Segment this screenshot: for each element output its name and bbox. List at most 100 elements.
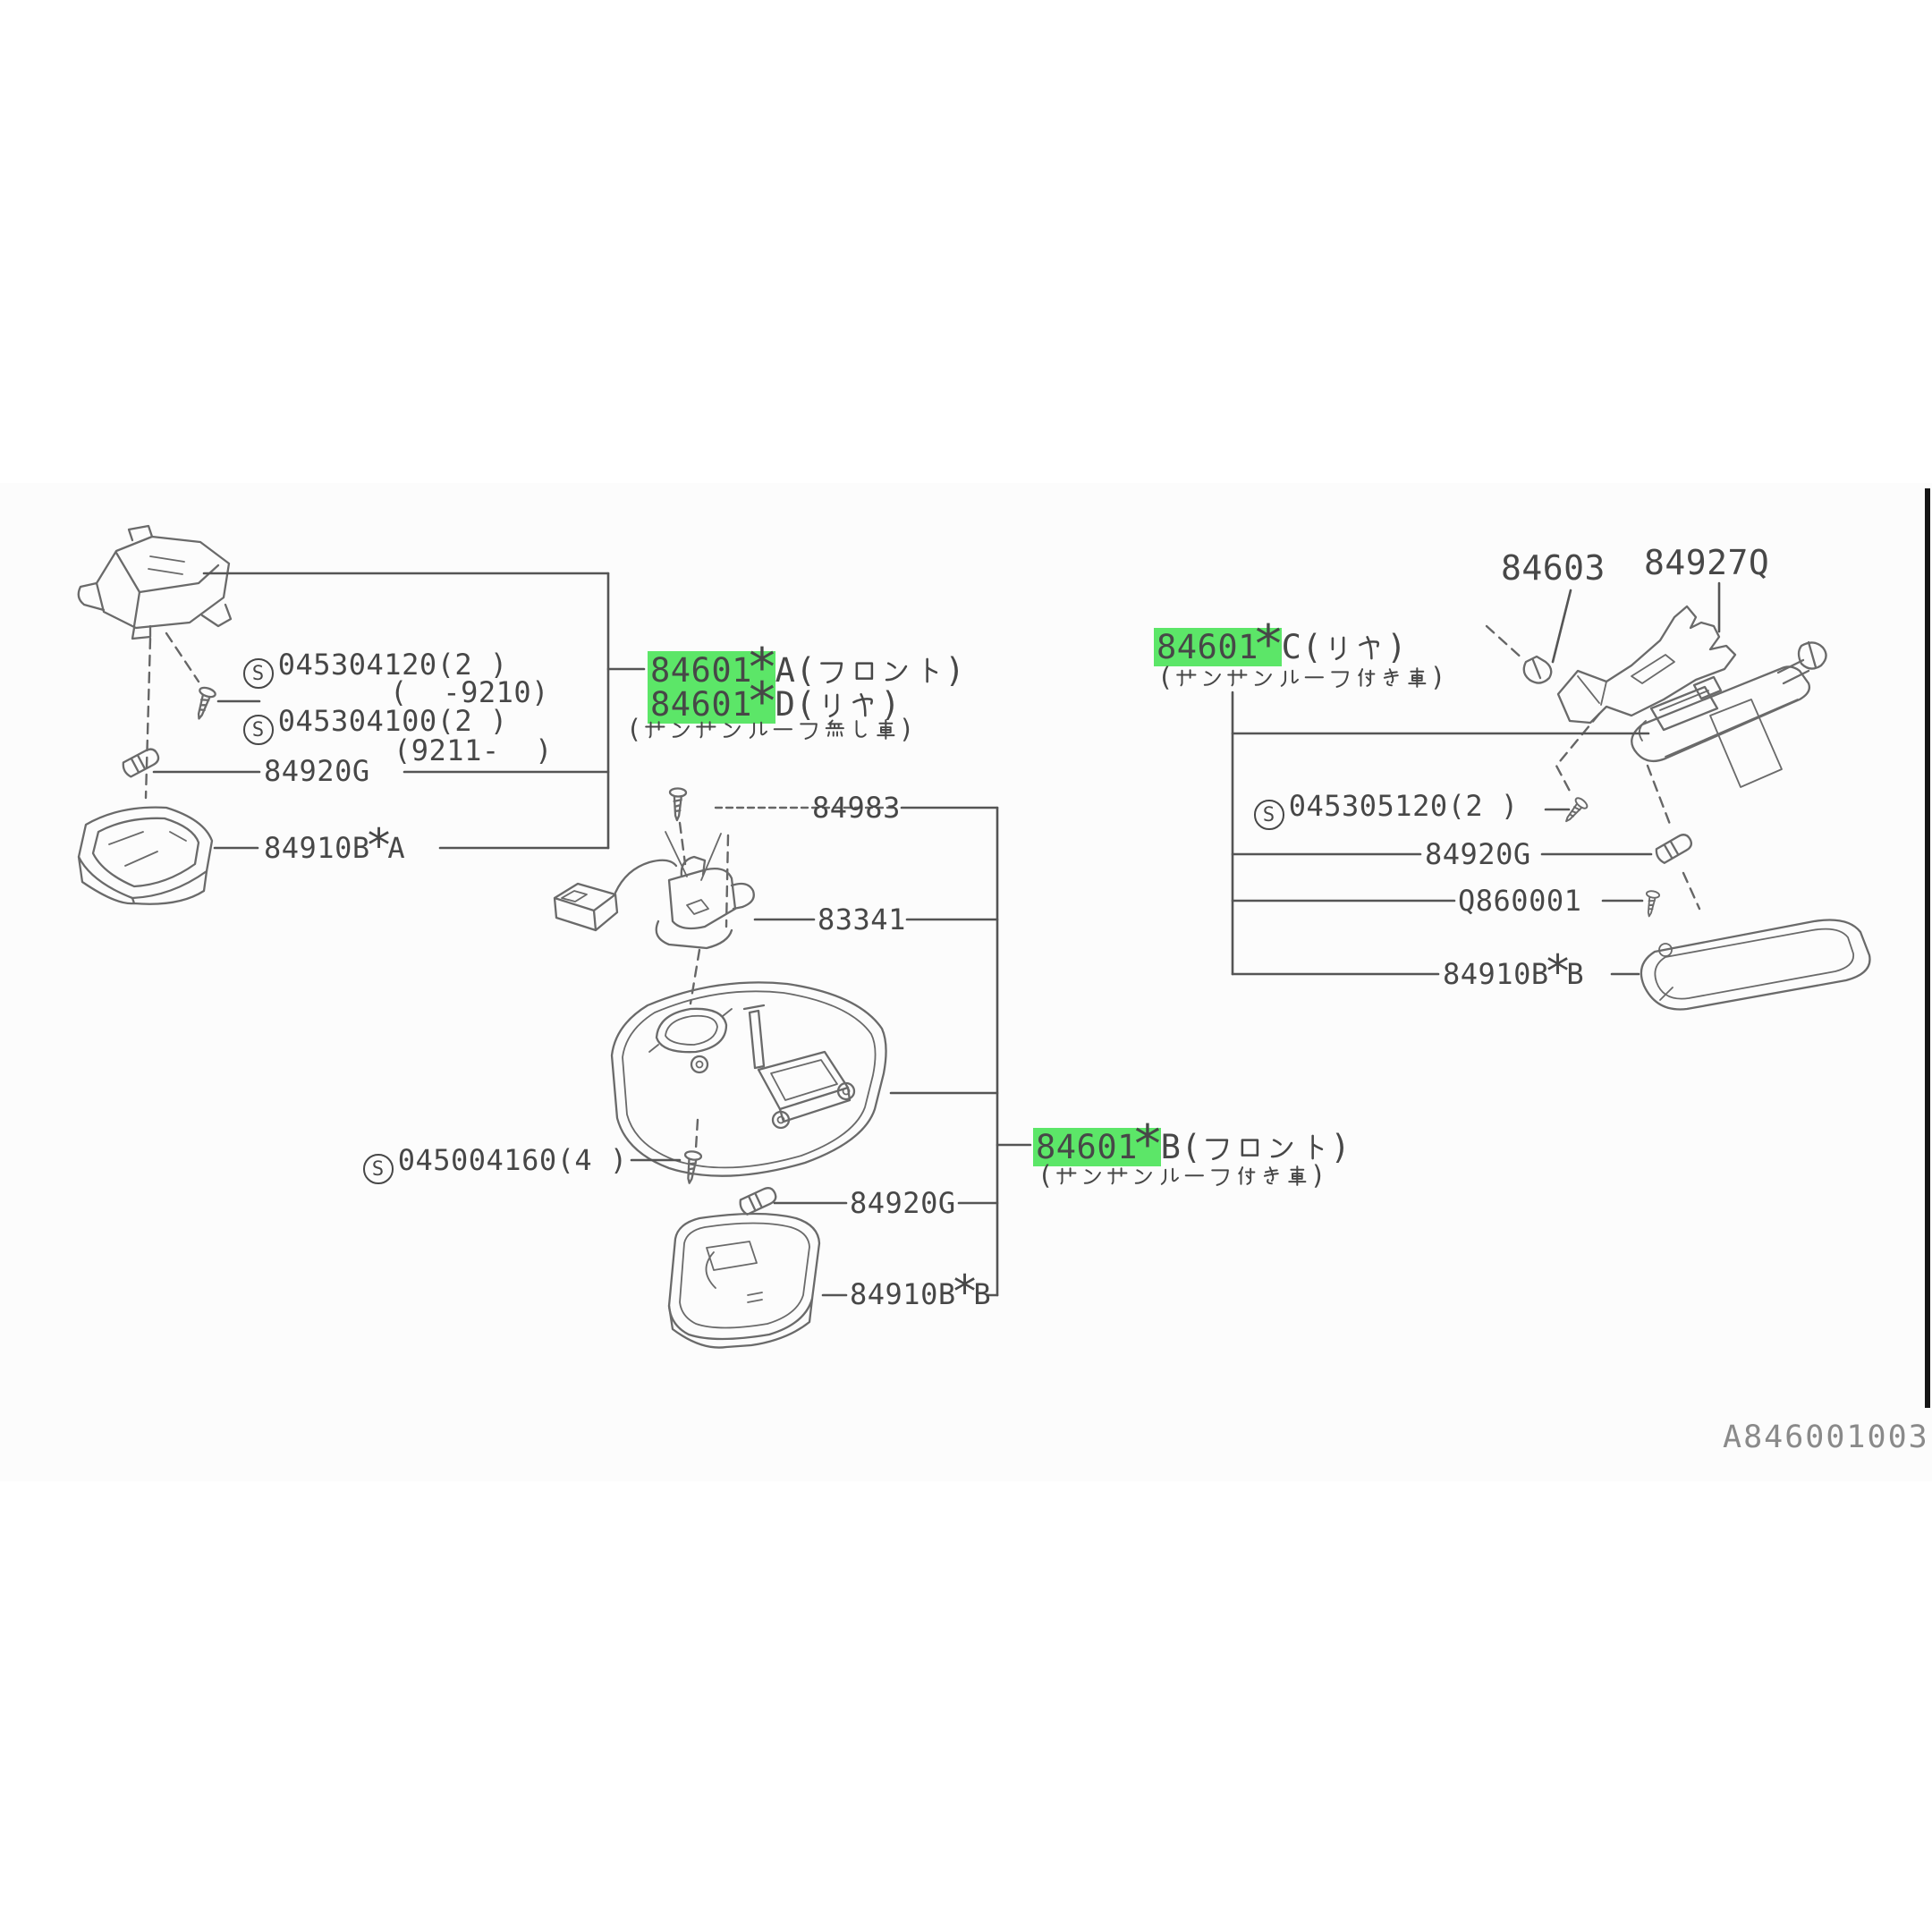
highlighted-part-number: 84601* <box>1033 1114 1164 1174</box>
label-text: 045304120(2 ) <box>277 648 508 682</box>
cjk-glyph <box>723 722 741 738</box>
label-text: 84603 <box>1501 548 1606 588</box>
bulb-label-bottom: 84920G <box>850 1187 956 1220</box>
label-text: ) <box>1386 628 1408 666</box>
visor-bracket-84927q-art <box>1556 605 1737 724</box>
screw-icon-q860001 <box>1645 890 1661 918</box>
dashed-lamp-to-bulb-right <box>1646 764 1673 828</box>
s-circle-icon: S <box>1254 800 1284 830</box>
map-lamp-unit-art <box>1631 640 1827 788</box>
cjk-glyph <box>645 720 665 738</box>
cjk-glyph <box>855 662 874 680</box>
label-text: A( <box>775 651 817 690</box>
label-text: 045305120(2 ) <box>1288 789 1519 823</box>
dashed-housing-to-screw <box>694 1118 699 1150</box>
cjk-glyph <box>774 727 793 730</box>
highlighted-part-number: 84601* <box>1154 614 1284 674</box>
s-circle-icon: S <box>243 658 274 689</box>
cjk-glyph <box>1176 668 1197 686</box>
label-text: A <box>387 831 406 865</box>
lens-label-bottom: 84910B*B <box>850 1266 991 1317</box>
highlighted-part-number: 84601* <box>648 672 778 732</box>
lamp-d-label: 84601*D() <box>648 672 902 732</box>
label-text: ) <box>945 651 966 690</box>
cjk-glyph <box>1185 1174 1205 1176</box>
label-text: ( <box>626 714 642 744</box>
cjk-glyph <box>1254 670 1272 686</box>
label-text: 84601 <box>1157 628 1258 666</box>
front-lamp-art <box>77 524 233 640</box>
label-text: 84910B <box>850 1277 956 1311</box>
cjk-glyph <box>1107 1166 1128 1184</box>
star-glyph: * <box>746 670 779 733</box>
cjk-glyph <box>825 693 839 717</box>
lamp-b-label: 84601*B() <box>1033 1114 1352 1174</box>
guide-lines-switch <box>665 831 722 881</box>
clip-84603-label: 84603 <box>1501 549 1606 588</box>
cjk-glyph <box>1280 669 1299 687</box>
cjk-glyph <box>926 657 938 683</box>
label-text: 045304100(2 ) <box>277 704 508 738</box>
dashed-84603 <box>1485 624 1526 662</box>
leader-84603 <box>1551 589 1572 664</box>
screw-icon-84983 <box>668 787 688 822</box>
label-text: 84920G <box>264 754 370 788</box>
cjk-glyph <box>1238 1165 1256 1185</box>
page-border-right <box>1925 488 1930 1408</box>
label-text: 84601 <box>650 651 752 690</box>
dashed-bulb-to-lens-right <box>1682 871 1701 911</box>
label-text: 84601 <box>1036 1128 1138 1166</box>
cjk-glyph <box>1358 667 1376 687</box>
cjk-glyph <box>1271 1139 1293 1158</box>
star-glyph: * <box>1252 613 1285 675</box>
screw-045304100-range: (9211- ) <box>394 733 553 767</box>
note-no-sunroof: () <box>626 715 915 743</box>
lens-art-left <box>77 806 214 905</box>
cjk-glyph <box>1408 666 1427 688</box>
bulb-label-right: 84920G <box>1425 837 1531 871</box>
bulb-icon-right <box>1655 834 1692 864</box>
cjk-glyph <box>820 662 843 683</box>
star-glyph: * <box>950 1264 979 1319</box>
cjk-glyph <box>800 722 818 740</box>
lens-art-bottom <box>667 1212 821 1349</box>
lens-art-right <box>1640 919 1871 1011</box>
screw-q860001-label: Q860001 <box>1458 884 1582 918</box>
cjk-glyph <box>1083 1168 1101 1184</box>
switch-83341-art <box>553 855 755 950</box>
note-sunroof-c: () <box>1157 663 1446 691</box>
label-text: ) <box>880 685 902 724</box>
dashed-switch-to-housing <box>689 948 701 1005</box>
cjk-glyph <box>1384 667 1400 686</box>
label-text: ) <box>1330 1128 1352 1166</box>
label-text: 83341 <box>818 902 906 936</box>
cjk-glyph <box>696 720 716 738</box>
label-text: Q860001 <box>1458 884 1582 918</box>
bulb-icon-left <box>122 748 160 778</box>
label-text: 84927Q <box>1644 543 1770 582</box>
cjk-glyph <box>1264 1165 1280 1184</box>
s-circle-icon: S <box>243 715 274 745</box>
visor-84927q-label: 84927Q <box>1644 544 1769 582</box>
label-text: 84920G <box>1425 837 1531 871</box>
cjk-glyph <box>877 718 895 740</box>
star-glyph: * <box>1131 1113 1165 1175</box>
cjk-glyph <box>1056 1166 1077 1184</box>
label-text: 045004160(4 ) <box>397 1143 628 1177</box>
s-circle-icon: S <box>363 1154 394 1184</box>
cjk-glyph <box>749 721 767 739</box>
note-sunroof-b: () <box>1038 1161 1326 1190</box>
bulb-label-left: 84920G <box>264 754 370 788</box>
dashed-screw-to-switch <box>678 821 730 928</box>
housing-84601-art <box>610 981 887 1177</box>
label-text: (9211- ) <box>394 733 553 767</box>
star-glyph: * <box>1543 944 1572 999</box>
cjk-glyph <box>1305 675 1325 678</box>
label-text: ( <box>1038 1160 1054 1191</box>
clip-84603-art <box>1522 655 1553 684</box>
cjk-glyph <box>852 692 874 717</box>
